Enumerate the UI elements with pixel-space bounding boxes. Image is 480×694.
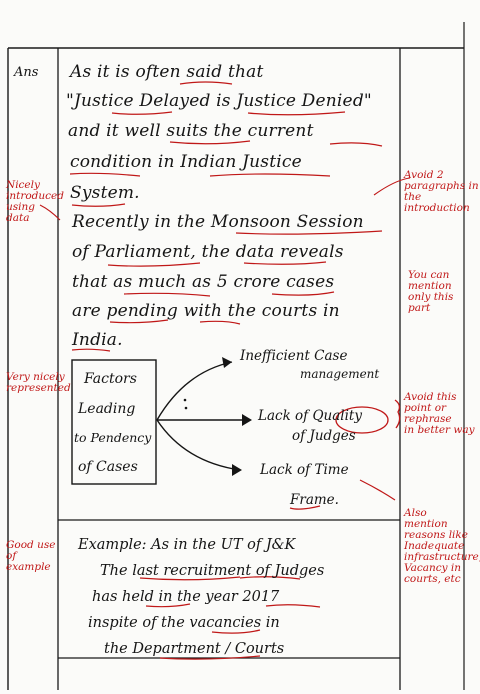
example-line-5: the Department / Courts <box>104 641 285 657</box>
intro-line-5: System. <box>70 183 140 203</box>
intro-line-4: condition in Indian Justice <box>70 152 302 172</box>
red-connector-2 <box>39 204 61 221</box>
arrow-1-head <box>222 357 232 368</box>
data-line-1: Recently in the Monsoon Session <box>72 212 364 232</box>
factor-1-line-2: management <box>300 367 380 381</box>
example-line-3: has held in the year 2017 <box>92 589 280 605</box>
box-line-1: Factors <box>84 371 137 387</box>
example-line-1: Example: As in the UT of J&K <box>78 537 296 553</box>
colon-dot-2 <box>184 406 188 410</box>
factor-3-line-1: Lack of Time <box>260 462 349 478</box>
example-line-2: The last recruitment of Judges <box>100 563 325 579</box>
red-pointer <box>359 479 396 501</box>
box-line-2: Leading <box>78 401 136 417</box>
right-comment-2: You can mention only this part <box>408 269 454 315</box>
quality-circle <box>335 406 389 434</box>
data-line-3: that as much as 5 crore cases <box>72 272 335 292</box>
factor-3-line-2: Frame. <box>290 492 339 508</box>
factor-1-line-1: Inefficient Case <box>240 348 348 364</box>
data-line-4: are pending with the courts in <box>72 301 340 321</box>
factor-2-line-1: Lack of Quality <box>258 408 362 424</box>
intro-line-1: As it is often said that <box>70 62 264 82</box>
red-connector-1 <box>373 177 411 196</box>
right-comment-4: Also mention reasons like Inadequate inf… <box>404 507 480 586</box>
colon-dot-1 <box>183 398 187 402</box>
left-comment-2: Very nicely represented <box>6 371 71 395</box>
answer-label: Ans <box>14 65 39 80</box>
intro-line-2: "Justice Delayed is Justice Denied" <box>66 91 372 111</box>
red-bracket <box>394 399 401 429</box>
left-comment-1: Nicely introduced using data <box>6 179 64 225</box>
factors-box <box>71 359 157 485</box>
arrow-3-head <box>232 464 242 476</box>
right-comment-1: Avoid 2 paragraphs in the introduction <box>404 169 479 215</box>
arrow-3-line <box>156 419 241 471</box>
box-line-4: of Cases <box>78 459 138 475</box>
arrow-2-head <box>242 414 252 426</box>
arrow-1-line <box>156 361 233 421</box>
example-line-4: inspite of the vacancies in <box>88 615 280 631</box>
data-line-2: of Parliament, the data reveals <box>72 242 344 262</box>
left-comment-3: Good use of example <box>6 539 56 574</box>
red-underlines <box>69 81 383 660</box>
intro-line-3: and it well suits the current <box>68 121 314 141</box>
box-line-3: to Pendency <box>74 430 152 445</box>
factor-2-line-2: of Judges <box>292 428 356 444</box>
data-line-5: India. <box>72 330 123 350</box>
right-comment-3: Avoid this point or rephrase in better w… <box>404 391 475 437</box>
